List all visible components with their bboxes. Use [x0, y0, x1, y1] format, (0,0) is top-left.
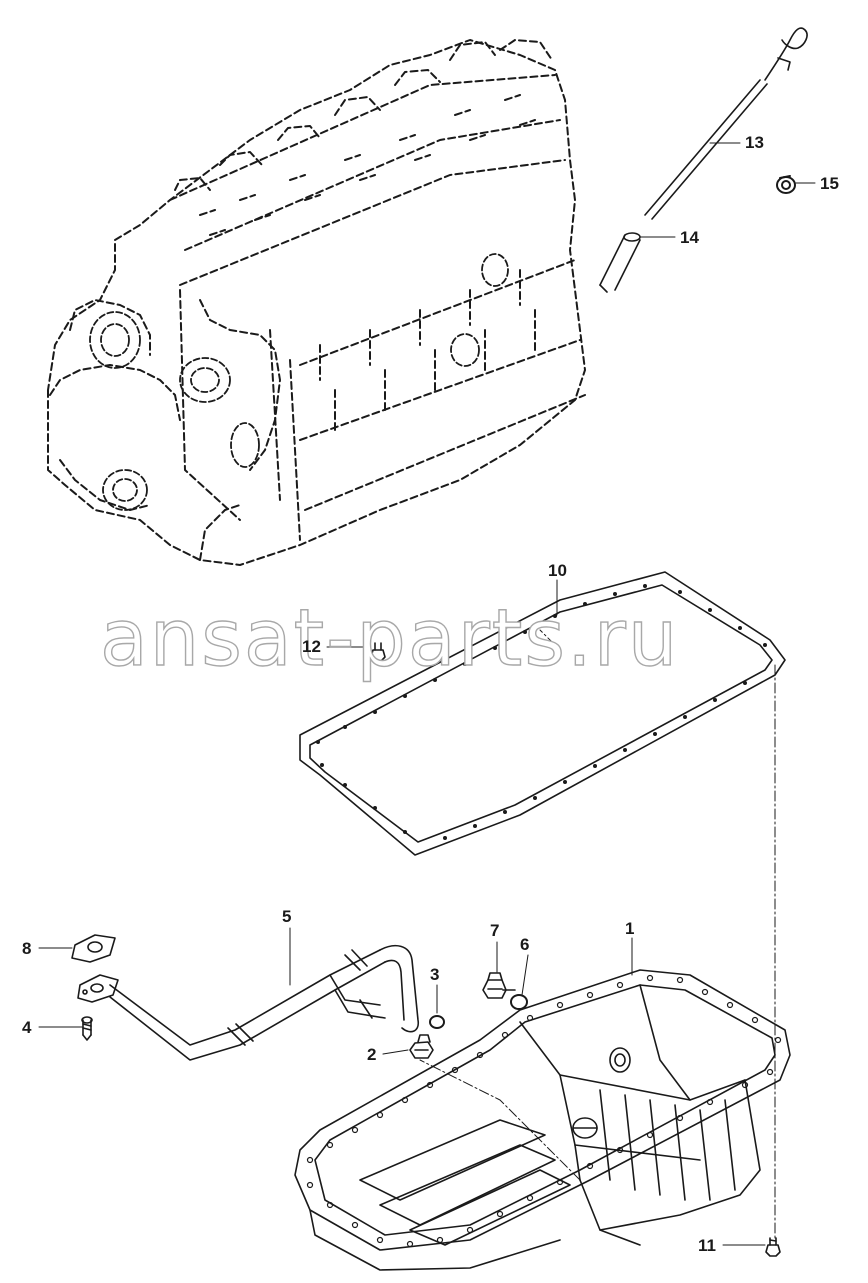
oil-suction-pipe [109, 944, 420, 1061]
gasket-bolt-holes [316, 584, 767, 840]
callout-8: 8 [22, 939, 32, 958]
plug-7 [482, 972, 516, 999]
o-ring-6 [510, 994, 528, 1010]
callout-13: 13 [745, 133, 764, 152]
bolt-11 [765, 1237, 781, 1257]
dipstick-tube [599, 232, 641, 293]
drain-plug [409, 1034, 434, 1059]
o-ring-3 [429, 1015, 445, 1029]
callout-1: 1 [625, 919, 635, 938]
flange-gasket [71, 934, 116, 963]
dipstick [644, 27, 808, 220]
callout-2: 2 [367, 1045, 377, 1064]
callout-14: 14 [680, 228, 699, 247]
callout-5: 5 [282, 907, 292, 926]
watermark: ansat-parts.ru [99, 594, 680, 684]
oil-pan-bolt-holes [306, 974, 782, 1248]
callout-3: 3 [430, 965, 440, 984]
callout-12: 12 [302, 637, 321, 656]
callout-10: 10 [548, 561, 567, 580]
callout-6: 6 [520, 935, 530, 954]
callout-4: 4 [22, 1018, 32, 1037]
callout-11: 11 [698, 1236, 716, 1255]
seal-ring [776, 175, 796, 194]
bolt-12 [370, 642, 386, 662]
pipe-flange [77, 974, 119, 1003]
leader-lines [38, 142, 816, 1246]
bolt-4 [81, 1016, 93, 1041]
callout-7: 7 [490, 921, 500, 940]
callout-15: 15 [820, 174, 839, 193]
engine-block-details [89, 253, 509, 511]
oil-pan [294, 969, 791, 1271]
engine-block-outline [47, 39, 586, 566]
assembly-lines [419, 629, 776, 1241]
